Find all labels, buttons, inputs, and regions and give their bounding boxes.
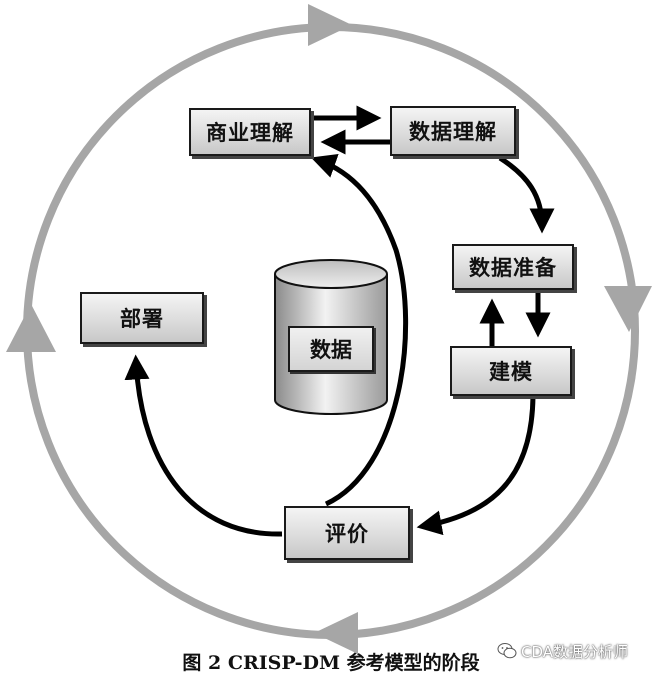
ring-arrowhead-top bbox=[308, 4, 352, 46]
phase-evaluation-label: 评价 bbox=[325, 522, 369, 546]
phase-deployment: 部署 bbox=[80, 292, 204, 344]
phase-data-understanding-label: 数据理解 bbox=[409, 120, 497, 144]
phase-modeling: 建模 bbox=[450, 346, 572, 396]
phase-modeling-label: 建模 bbox=[489, 360, 533, 384]
ring-arrowhead-bottom bbox=[314, 612, 358, 654]
wechat-icon bbox=[497, 643, 517, 659]
arrow-evaluation-to-business bbox=[310, 154, 409, 507]
arrow-evaluation-to-deployment bbox=[124, 354, 283, 537]
phase-evaluation: 评价 bbox=[284, 506, 410, 560]
ring-arrowhead-left bbox=[6, 304, 56, 352]
phase-deployment-label: 部署 bbox=[120, 307, 164, 331]
phase-business-understanding-label: 商业理解 bbox=[206, 121, 294, 145]
watermark-text: CDA数据分析师 bbox=[521, 642, 629, 661]
arrow-data-understanding-to-preparation bbox=[498, 155, 555, 234]
ring-arrowhead-right bbox=[604, 286, 652, 332]
figure-caption: 图 2 CRISP-DM 参考模型的阶段 bbox=[182, 652, 480, 674]
watermark: CDA数据分析师 bbox=[497, 640, 628, 662]
phase-data-preparation: 数据准备 bbox=[452, 244, 574, 290]
data-center-text: 数据 bbox=[310, 338, 352, 362]
arrow-modeling-to-evaluation bbox=[416, 395, 536, 536]
phase-data-preparation-label: 数据准备 bbox=[469, 256, 557, 280]
data-center-label: 数据 bbox=[288, 326, 374, 372]
phase-business-understanding: 商业理解 bbox=[189, 108, 311, 156]
phase-data-understanding: 数据理解 bbox=[390, 106, 516, 156]
